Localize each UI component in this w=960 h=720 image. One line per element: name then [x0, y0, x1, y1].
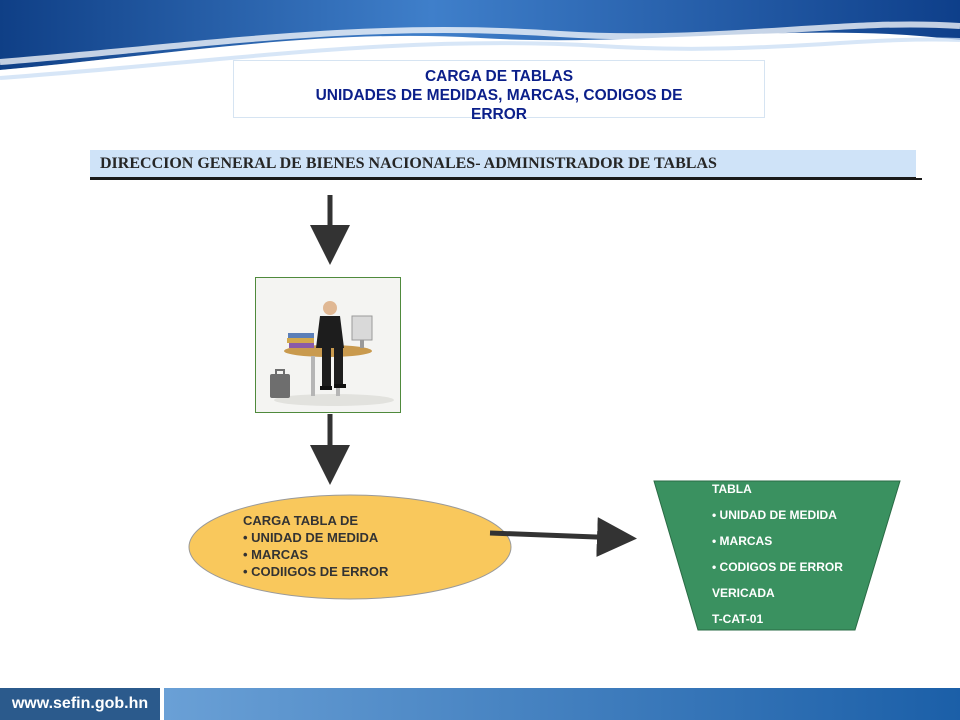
title-line-1: CARGA DE TABLAS: [424, 68, 574, 85]
table-trapezoid: [653, 480, 901, 631]
table-line-4: • CODIGOS DE ERROR: [712, 560, 843, 574]
title-line-2: UNIDADES DE MEDIDAS, MARCAS, CODIGOS DE: [315, 87, 683, 104]
table-line-6: T-CAT-01: [712, 612, 764, 626]
process-line-3: • MARCAS: [243, 547, 309, 562]
process-line-1: CARGA TABLA DE: [243, 513, 359, 528]
arrow-right-to-table: [489, 517, 637, 558]
businessman-at-desk-icon: [256, 278, 400, 412]
process-label: CARGA TABLA DE • UNIDAD DE MEDIDA • MARC…: [243, 512, 483, 580]
process-ellipse: [188, 494, 512, 600]
footer-divider: [160, 688, 164, 720]
process-line-4: • CODIIGOS DE ERROR: [243, 564, 389, 579]
slide-title-box: CARGA DE TABLAS UNIDADES DE MEDIDAS, MAR…: [233, 60, 765, 123]
table-line-5: VERICADA: [712, 586, 775, 600]
subtitle-underline: [90, 178, 922, 180]
subtitle-bar: DIRECCION GENERAL DE BIENES NACIONALES- …: [90, 150, 916, 179]
businessman-photo: [255, 277, 401, 413]
table-label: TABLA • UNIDAD DE MEDIDA • MARCAS • CODI…: [712, 478, 912, 634]
title-line-3: ERROR: [471, 106, 527, 123]
footer-bar: www.sefin.gob.hn: [0, 688, 960, 720]
process-line-2: • UNIDAD DE MEDIDA: [243, 530, 379, 545]
table-line-2: • UNIDAD DE MEDIDA: [712, 508, 837, 522]
footer-url: www.sefin.gob.hn: [0, 688, 160, 720]
table-line-1: TABLA: [712, 482, 752, 496]
footer-band: [164, 688, 960, 720]
table-line-3: • MARCAS: [712, 534, 773, 548]
